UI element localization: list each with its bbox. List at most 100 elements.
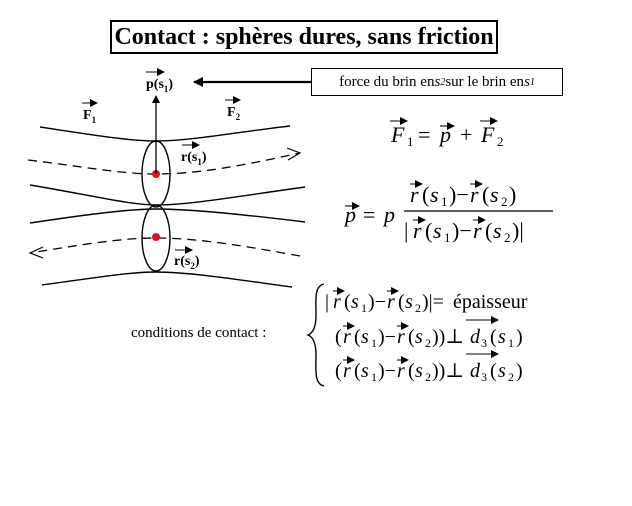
r1-label: r(s1)	[181, 141, 207, 167]
svg-text:1: 1	[371, 370, 377, 384]
svg-text:2: 2	[508, 370, 514, 384]
F1-label: F1	[82, 99, 98, 125]
svg-text:(: (	[354, 360, 361, 382]
title-box: Contact : sphères dures, sans friction	[110, 20, 498, 54]
note-s-first: s	[434, 73, 441, 90]
svg-text:)|=: )|=	[422, 291, 444, 313]
svg-text:(: (	[490, 326, 497, 348]
lower-contact-sphere	[141, 204, 171, 272]
svg-text:(: (	[344, 291, 351, 313]
title-text: Contact : sphères dures, sans friction	[114, 23, 494, 50]
note-s-second: s	[524, 73, 530, 90]
svg-text:(: (	[408, 360, 415, 382]
svg-text:F1: F1	[83, 108, 97, 125]
svg-text:F: F	[390, 122, 405, 147]
conditions-brace	[306, 283, 325, 387]
note-prefix: force du brin en	[339, 73, 435, 90]
svg-text:s: s	[415, 326, 423, 348]
svg-text:3: 3	[481, 370, 487, 384]
svg-text:r: r	[470, 182, 479, 207]
lower-strand-top-edge	[29, 208, 306, 224]
svg-text:s: s	[493, 218, 502, 243]
svg-text:s: s	[430, 182, 439, 207]
svg-text:(: (	[408, 326, 415, 348]
F2-label: F2	[225, 96, 241, 122]
svg-text:))⊥: ))⊥	[432, 326, 464, 348]
note-sub-first: 2	[440, 76, 446, 88]
svg-text:1: 1	[371, 336, 377, 350]
p-definition-equation: p = p r ( s 1 )− r ( s 2 ) | r ( s 1 )−	[343, 180, 553, 245]
svg-text:): )	[509, 182, 516, 207]
svg-text:(: (	[485, 218, 492, 243]
epaisseur-word: épaisseur	[453, 291, 528, 313]
contact-condition-1: | r ( s 1 )− r ( s 2 )|= épaisseur	[325, 287, 528, 315]
svg-text:=: =	[363, 202, 375, 227]
lower-centerline-arrowhead	[28, 246, 44, 259]
svg-text:r: r	[343, 326, 351, 348]
svg-text:): )	[516, 326, 523, 348]
force-balance-equation: F 1 = p + F 2	[390, 117, 504, 149]
svg-text:=: =	[418, 122, 430, 147]
svg-text:)−: )−	[449, 182, 469, 207]
svg-text:r: r	[410, 182, 419, 207]
note-sub-second: 1	[529, 76, 535, 88]
svg-text:r(s1): r(s1)	[181, 150, 207, 167]
svg-text:): )	[516, 360, 523, 382]
svg-text:r: r	[343, 360, 351, 382]
svg-text:3: 3	[481, 336, 487, 350]
svg-text:p(s1): p(s1)	[146, 77, 173, 94]
svg-text:1: 1	[361, 301, 367, 315]
lower-strand-centerline	[29, 237, 301, 257]
svg-text:1: 1	[444, 230, 451, 245]
svg-text:r: r	[397, 326, 405, 348]
svg-text:1: 1	[407, 134, 414, 149]
lower-contact-point	[152, 233, 160, 241]
svg-text:s: s	[498, 360, 506, 382]
svg-text:(: (	[335, 326, 342, 348]
svg-text:)−: )−	[452, 218, 472, 243]
svg-text:s: s	[405, 291, 413, 313]
svg-text:2: 2	[504, 230, 511, 245]
svg-text:s: s	[490, 182, 499, 207]
svg-text:+: +	[460, 122, 472, 147]
svg-text:))⊥: ))⊥	[432, 360, 464, 382]
svg-text:(: (	[482, 182, 489, 207]
svg-text:(: (	[490, 360, 497, 382]
svg-text:r: r	[387, 291, 395, 313]
svg-text:s: s	[498, 326, 506, 348]
svg-text:1: 1	[508, 336, 514, 350]
svg-text:(: (	[354, 326, 361, 348]
svg-text:2: 2	[415, 301, 421, 315]
svg-text:s: s	[415, 360, 423, 382]
svg-text:F: F	[480, 122, 495, 147]
svg-text:r: r	[333, 291, 341, 313]
svg-text:)−: )−	[378, 326, 396, 348]
svg-text:(: (	[335, 360, 342, 382]
svg-text:|: |	[325, 291, 329, 313]
contact-condition-2: ( r ( s 1 )− r ( s 2 ))⊥ d 3 ( s 1 )	[335, 316, 523, 350]
lower-strand-bottom-edge	[41, 271, 293, 288]
svg-text:p: p	[382, 202, 395, 227]
p-label: p(s1)	[146, 68, 173, 94]
svg-text:2: 2	[501, 194, 508, 209]
upper-centerline-arrowhead	[286, 147, 302, 161]
r2-label: r(s2)	[174, 246, 200, 271]
svg-text:|: |	[404, 218, 408, 243]
svg-text:2: 2	[425, 336, 431, 350]
svg-text:d: d	[470, 326, 481, 348]
svg-text:r(s2): r(s2)	[174, 254, 200, 271]
svg-text:s: s	[351, 291, 359, 313]
svg-text:s: s	[361, 326, 369, 348]
contact-conditions-label: conditions de contact :	[131, 325, 267, 341]
svg-text:(: (	[425, 218, 432, 243]
svg-text:1: 1	[441, 194, 448, 209]
svg-text:(: (	[422, 182, 429, 207]
contact-condition-3: ( r ( s 1 )− r ( s 2 ))⊥ d 3 ( s 2 )	[335, 350, 523, 384]
svg-text:)−: )−	[368, 291, 386, 313]
svg-text:s: s	[433, 218, 442, 243]
svg-text:)−: )−	[378, 360, 396, 382]
note-middle: sur le brin en	[445, 73, 525, 90]
svg-text:r: r	[413, 218, 422, 243]
